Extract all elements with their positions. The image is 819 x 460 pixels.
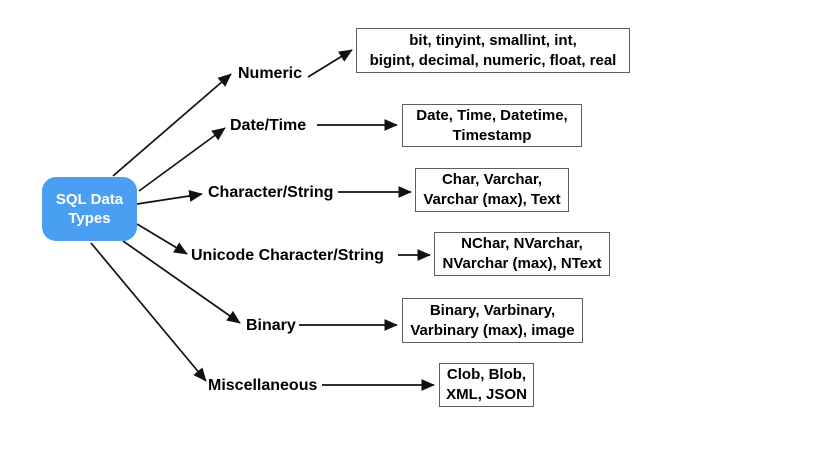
type-box-unicode-character-string: NChar, NVarchar, NVarchar (max), NText [434, 232, 610, 276]
type-box-binary: Binary, Varbinary, Varbinary (max), imag… [402, 298, 583, 343]
arrow-root-to-unicode-character-string [136, 223, 188, 255]
branch-label-miscellaneous: Miscellaneous [208, 377, 318, 394]
arrow-root-to-binary [122, 240, 241, 324]
type-box-numeric: bit, tinyint, smallint, int, bigint, dec… [356, 28, 630, 73]
root-node-sql-data-types: SQL Data Types [42, 177, 137, 241]
arrow-root-to-datetime [138, 127, 226, 192]
type-box-datetime: Date, Time, Datetime, Timestamp [402, 104, 582, 147]
branch-label-binary: Binary [246, 317, 296, 334]
arrow-root-to-numeric [112, 73, 232, 177]
arrow-root-to-miscellaneous [90, 242, 207, 382]
arrow-numeric-to-box [307, 49, 353, 78]
branch-label-datetime: Date/Time [230, 117, 307, 134]
branch-label-unicode-character-string: Unicode Character/String [191, 247, 384, 264]
arrow-root-to-character-string [136, 190, 203, 205]
branch-label-numeric: Numeric [238, 65, 303, 82]
branch-label-character-string: Character/String [208, 184, 334, 201]
type-box-miscellaneous: Clob, Blob, XML, JSON [439, 363, 534, 407]
type-box-character-string: Char, Varchar, Varchar (max), Text [415, 168, 569, 212]
